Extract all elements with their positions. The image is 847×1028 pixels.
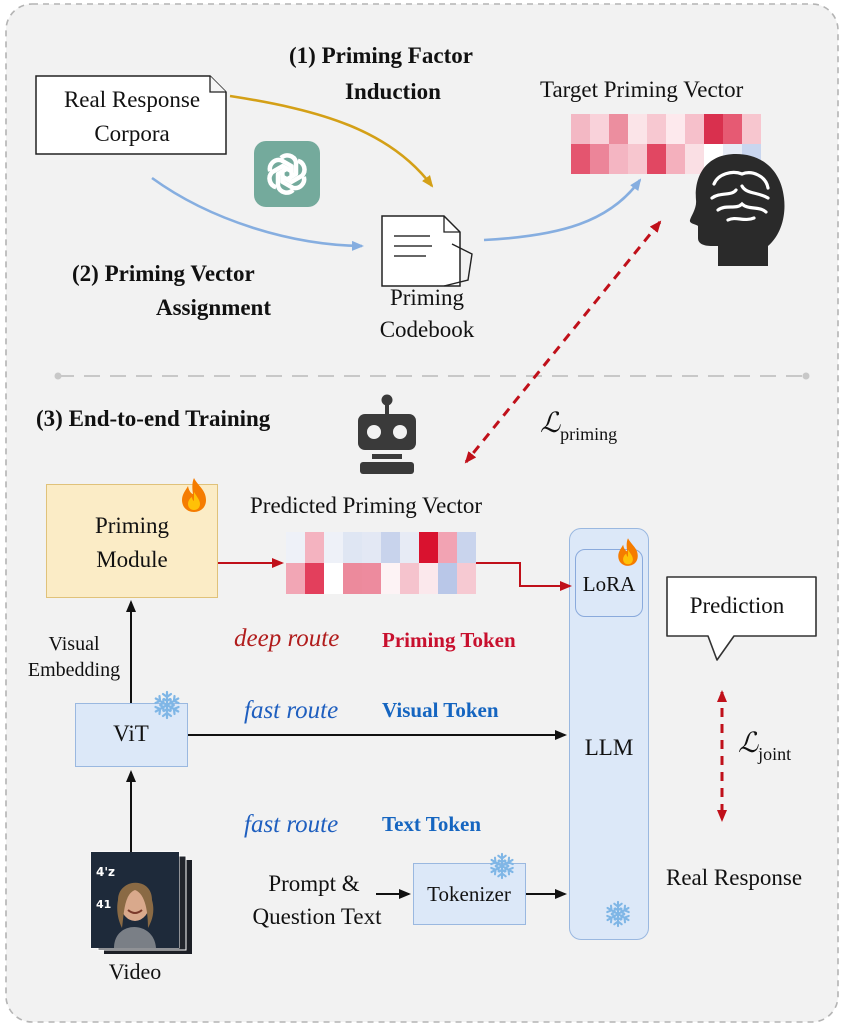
heatmap-cell — [324, 532, 343, 563]
deep-route-label: deep route — [234, 625, 340, 652]
snowflake-icon — [606, 900, 630, 928]
priming-module-line1: Priming — [94, 513, 170, 538]
snowflake-icon — [154, 690, 180, 720]
heatmap-cell — [419, 563, 438, 594]
priming-token-label: Priming Token — [382, 628, 516, 652]
video-label: Video — [108, 959, 162, 984]
stage2-label-line2: Assignment — [156, 295, 272, 320]
heatmap-cell — [685, 144, 704, 174]
lora-label: LoRA — [582, 572, 636, 596]
stage3-label: (3) End-to-end Training — [36, 406, 271, 431]
loss-joint: ℒjoint — [738, 728, 791, 764]
fire-icon — [182, 478, 206, 512]
priming-module-line2: Module — [96, 547, 168, 572]
llm-label: LLM — [584, 735, 634, 760]
induction-arrow — [229, 94, 434, 188]
heatmap-cell — [343, 563, 362, 594]
heatmap-cell — [343, 532, 362, 563]
lora-box — [575, 549, 643, 617]
heatmap-cell — [704, 114, 723, 144]
vit-label: ViT — [113, 721, 149, 746]
predicted-vector-label: Predicted Priming Vector — [250, 493, 483, 518]
corpus-line1: Real Response — [63, 87, 201, 112]
heatmap-cell — [666, 144, 685, 174]
heatmap-cell — [666, 114, 685, 144]
heatmap-cell — [324, 563, 343, 594]
target-vector-label: Target Priming Vector — [540, 77, 744, 102]
heatmap-cell — [305, 563, 324, 594]
stage1-label-line2: Induction — [345, 79, 441, 104]
svg-text:4'z: 4'z — [96, 865, 115, 879]
tokenizer-label: Tokenizer — [427, 882, 511, 906]
heatmap-cell — [305, 532, 324, 563]
assignment-arrow — [151, 176, 364, 251]
codebook-document-icon — [381, 215, 473, 287]
heatmap-cell — [590, 114, 609, 144]
loss-joint-sub: joint — [758, 744, 792, 764]
fast-route-text-label: fast route — [244, 811, 339, 838]
snowflake-icon — [490, 852, 514, 880]
heatmap-cell — [723, 114, 742, 144]
fast-route-visual-label: fast route — [244, 697, 339, 724]
real-response-label: Real Response — [666, 865, 803, 890]
heatmap-cell — [286, 532, 305, 563]
heatmap-cell — [457, 563, 476, 594]
heatmap-cell — [400, 532, 419, 563]
heatmap-cell — [647, 114, 666, 144]
heatmap-cell — [457, 532, 476, 563]
prompt-line1: Prompt & — [268, 871, 360, 896]
fire-icon — [618, 538, 638, 566]
heatmap-cell — [742, 114, 761, 144]
corpus-document-icon — [35, 75, 227, 155]
heatmap-cell — [628, 114, 647, 144]
heatmap-cell — [438, 563, 457, 594]
text-token-label: Text Token — [382, 812, 482, 836]
vector-to-lora-arrow — [476, 562, 572, 591]
visual-token-label: Visual Token — [382, 698, 499, 722]
prompt-line2: Question Text — [252, 904, 382, 929]
heatmap-cell — [628, 144, 647, 174]
openai-logo-icon — [254, 141, 320, 207]
heatmap-cell — [362, 532, 381, 563]
video-thumbnail-icon: 4'z 41 — [90, 851, 192, 954]
visual-embedding-line2: Embedding — [27, 659, 121, 681]
heatmap-cell — [286, 563, 305, 594]
heatmap-cell — [609, 114, 628, 144]
heatmap-cell — [381, 532, 400, 563]
heatmap-cell — [590, 144, 609, 174]
heatmap-cell — [609, 144, 628, 174]
heatmap-cell — [571, 144, 590, 174]
robot-icon — [358, 394, 416, 474]
predicted-priming-vector-heatmap — [286, 532, 476, 594]
svg-text:41: 41 — [96, 898, 111, 911]
prediction-label: Prediction — [689, 593, 785, 618]
stage1-label-line1: (1) Priming Factor — [289, 43, 473, 68]
corpus-line2: Corpora — [94, 121, 170, 146]
heatmap-cell — [685, 114, 704, 144]
visual-embedding-line1: Visual — [48, 633, 100, 655]
heatmap-cell — [400, 563, 419, 594]
heatmap-cell — [381, 563, 400, 594]
tokenizer-box — [413, 863, 526, 925]
heatmap-cell — [362, 563, 381, 594]
heatmap-cell — [647, 144, 666, 174]
heatmap-cell — [419, 532, 438, 563]
heatmap-cell — [571, 114, 590, 144]
brain-head-icon — [689, 154, 785, 266]
stage2-label-line1: (2) Priming Vector — [72, 261, 255, 286]
codebook-line2: Codebook — [379, 317, 475, 342]
loss-priming-arrow — [464, 220, 662, 464]
heatmap-cell — [438, 532, 457, 563]
codebook-line1: Priming — [389, 285, 465, 310]
speech-bubble-icon — [666, 576, 817, 661]
loss-joint-symbol: ℒ — [738, 728, 759, 759]
